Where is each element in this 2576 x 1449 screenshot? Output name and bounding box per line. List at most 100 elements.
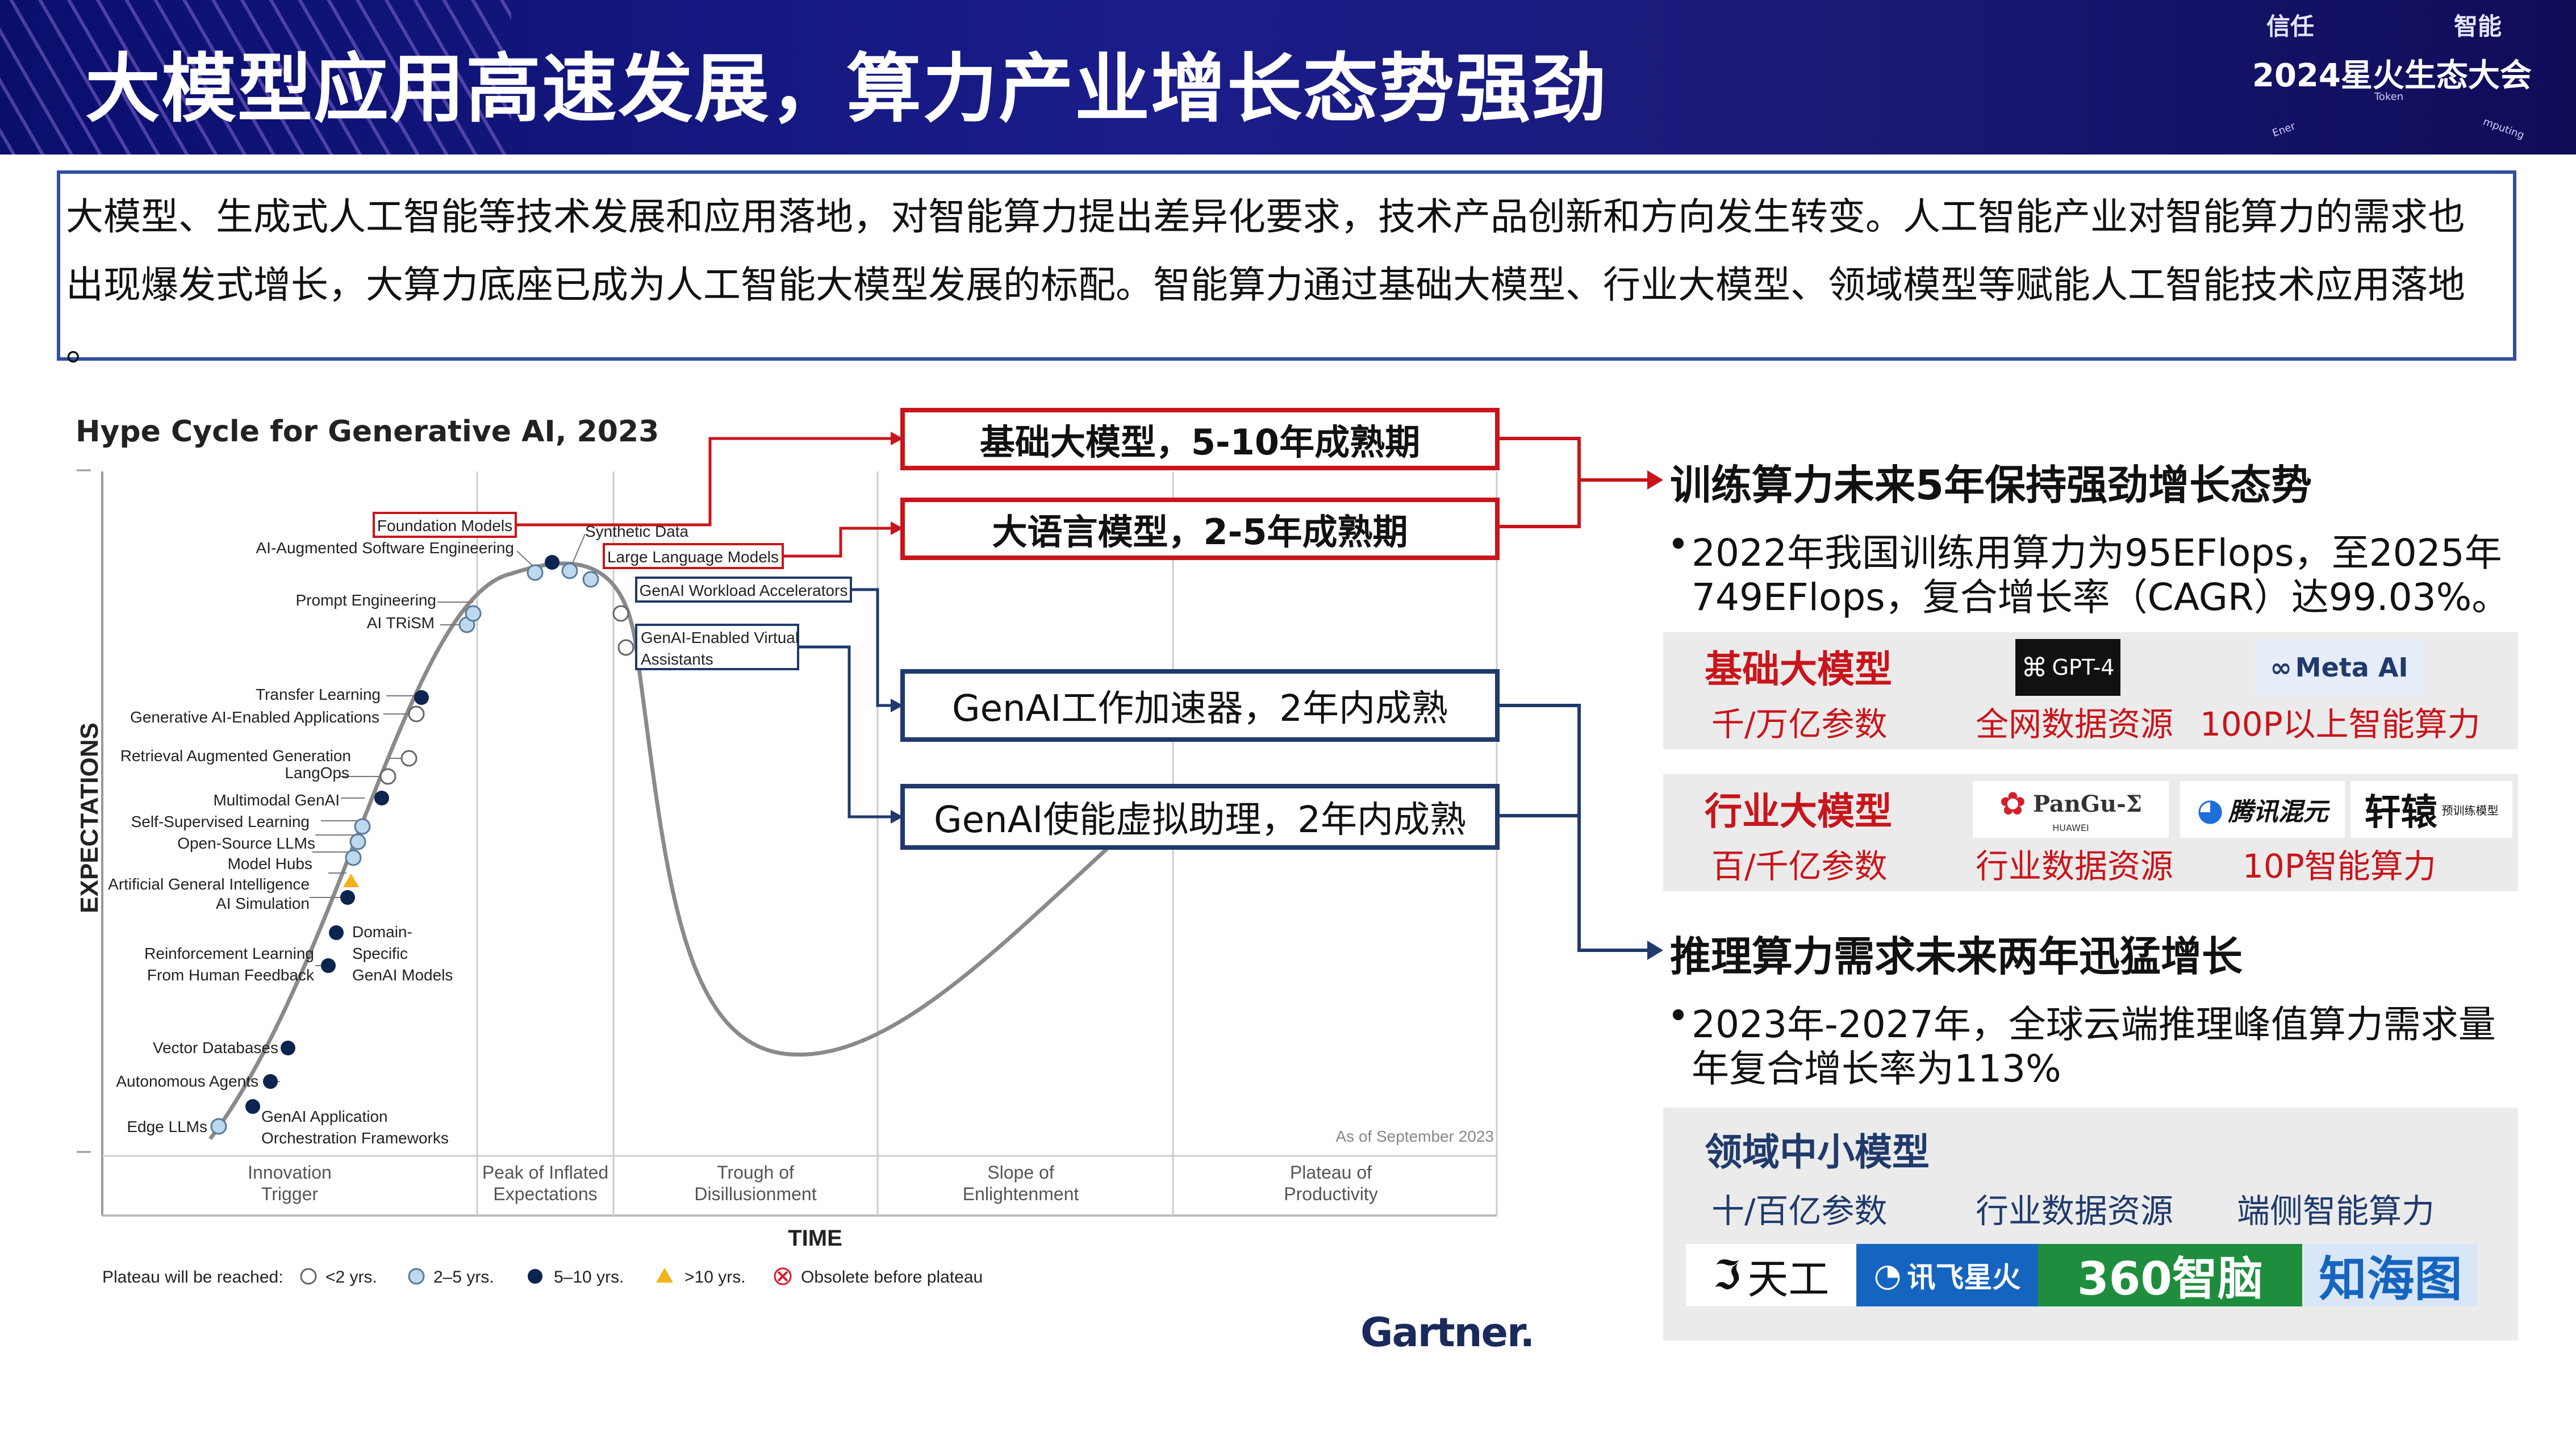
dot-virtual-assistants <box>617 639 634 656</box>
phase-1-line2: Trigger <box>261 1184 319 1204</box>
gpt4-label: GPT-4 <box>2052 655 2115 680</box>
dot-autonomous-agents <box>263 1074 278 1089</box>
inference-text-bullet: • <box>1667 994 1689 1038</box>
label-edge-llms: Edge LLMs <box>127 1118 207 1135</box>
phase-4-line2: Enlightenment <box>963 1184 1079 1204</box>
phase-4-line1: Slope of <box>987 1162 1054 1183</box>
label-virtual-assistants-1: GenAI-Enabled Virtual <box>641 629 799 646</box>
phase-2-line1: Peak of Inflated <box>482 1162 608 1183</box>
panel2-compute: 10P智能算力 <box>2243 847 2436 886</box>
openai-icon: ⌘ <box>2021 652 2048 683</box>
label-workload-accelerators: GenAI Workload Accelerators <box>640 582 848 599</box>
phase-2-line2: Expectations <box>493 1184 597 1204</box>
iflytek-spark-icon: ◔ <box>1873 1256 1902 1294</box>
event-logo: 信任 智能 2024星火生态大会 Token Ener mputing <box>2244 5 2562 147</box>
label-open-source-llms: Open-Source LLMs <box>177 834 315 852</box>
phase-1-line1: Innovation <box>248 1162 332 1183</box>
zhihaitu-logo: 知海图 <box>2304 1244 2477 1307</box>
gpt4-logo: ⌘ GPT-4 <box>2015 639 2120 696</box>
heading-inference-compute: 推理算力需求未来两年迅猛增长 <box>1670 933 2243 980</box>
label-rag: Retrieval Augmented Generation <box>120 747 351 765</box>
panel1-compute: 100P以上智能算力 <box>2200 705 2481 744</box>
label-domain-1: Domain- <box>352 923 412 941</box>
meta-ai-logo: ∞ Meta AI <box>2254 639 2424 696</box>
panel-foundation-models: 基础大模型 千/万亿参数 全网数据资源 100P以上智能算力 ⌘ GPT-4 ∞… <box>1663 632 2518 749</box>
training-text-line1: 2022年我国训练用算力为95EFlops，至2025年 <box>1692 531 2502 575</box>
dot-self-supervised <box>354 818 371 835</box>
hype-legend: Plateau will be reached: <2 yrs. 2–5 yrs… <box>102 1267 983 1287</box>
training-text-line2: 749EFlops，复合增长率（CAGR）达99.03%。 <box>1692 575 2510 619</box>
legend-dot-lt2 <box>300 1268 317 1285</box>
label-ai-simulation: AI Simulation <box>216 895 310 912</box>
heading-training-compute: 训练算力未来5年保持强劲增长态势 <box>1670 461 2312 509</box>
huawei-label: HUAWEI <box>2052 822 2089 833</box>
label-langops: LangOps <box>285 764 349 782</box>
dot-prompt-engineering <box>465 605 482 622</box>
bracket-training <box>1500 437 1581 528</box>
tiangong-logo: ℑ 天工 <box>1686 1244 1856 1306</box>
dot-edge-llms <box>210 1118 227 1135</box>
label-domain-2: Specific <box>352 945 408 962</box>
dot-genai-apps <box>408 705 425 723</box>
dot-rlhf <box>321 958 336 973</box>
label-domain-3: GenAI Models <box>352 966 453 984</box>
meta-ai-label: Meta AI <box>2295 652 2408 683</box>
callout-assistant: GenAI使能虚拟助理，2年内成熟 <box>900 784 1500 850</box>
label-foundation-models: Foundation Models <box>377 517 512 534</box>
training-text-bullet: • <box>1667 523 1689 566</box>
label-vector-databases: Vector Databases <box>153 1039 278 1057</box>
360-label: 360智脑 <box>2077 1252 2263 1305</box>
dot-open-source-llms <box>349 833 366 850</box>
label-llms: Large Language Models <box>607 548 779 566</box>
label-model-hubs: Model Hubs <box>228 855 312 872</box>
label-ai-augmented-se: AI-Augmented Software Engineering <box>256 539 515 557</box>
panel2-title: 行业大模型 <box>1705 790 1892 833</box>
connector-foundation <box>516 437 895 527</box>
dot-ai-augmented-se <box>527 564 544 581</box>
panel-domain-models: 领域中小模型 十/百亿参数 行业数据资源 端侧智能算力 ℑ 天工 ◔ 讯飞星火 … <box>1663 1108 2518 1341</box>
label-agi: Artificial General Intelligence <box>108 875 310 893</box>
phase-5-line2: Productivity <box>1284 1184 1377 1204</box>
tiangong-label: 天工 <box>1747 1255 1830 1303</box>
callout-foundation: 基础大模型，5-10年成熟期 <box>900 408 1500 470</box>
dot-rag <box>400 750 417 767</box>
pangu-logo: ✿ PanGu-Σ HUAWEI <box>1973 781 2169 838</box>
technology-dots <box>210 555 634 1135</box>
legend-gt10: >10 yrs. <box>684 1268 746 1287</box>
label-virtual-assistants-2: Assistants <box>641 650 713 668</box>
event-name: 2024星火生态大会 <box>2252 57 2532 94</box>
legend-title: Plateau will be reached: <box>102 1268 283 1287</box>
bracket-inference <box>1500 704 1581 817</box>
arrow-accelerator <box>891 699 903 712</box>
xinghuo-logo: ◔ 讯飞星火 <box>1856 1244 2038 1306</box>
hunyuan-label: 腾讯混元 <box>2228 797 2328 826</box>
dot-llms <box>582 571 599 588</box>
y-axis-title: EXPECTATIONS <box>76 723 103 913</box>
inference-text-line2: 年复合增长率为113% <box>1692 1047 2061 1091</box>
dot-workload-accelerators <box>612 605 629 622</box>
panel1-data: 全网数据资源 <box>1976 705 2174 744</box>
dot-agi <box>343 874 359 887</box>
hype-cycle-title: Hype Cycle for Generative AI, 2023 <box>76 415 659 449</box>
callout-accelerator: GenAI工作加速器，2年内成熟 <box>900 669 1500 742</box>
label-genai-orchestration-2: Orchestration Frameworks <box>261 1129 449 1147</box>
page-title: 大模型应用高速发展，算力产业增长态势强劲 <box>85 45 1608 133</box>
label-genai-apps: Generative AI-Enabled Applications <box>130 708 379 726</box>
legend-triangle-gt10 <box>656 1268 673 1283</box>
legend-2-5: 2–5 yrs. <box>433 1268 494 1287</box>
label-ai-trism: AI TRiSM <box>367 614 435 632</box>
technology-labels: Edge LLMs GenAI Application Orchestratio… <box>108 523 688 1147</box>
pangu-label: PanGu-Σ <box>2032 791 2143 817</box>
hunyuan-logo: ◕ 腾讯混元 <box>2180 781 2345 838</box>
label-self-supervised: Self-Supervised Learning <box>131 813 310 830</box>
box-virtual-assistants <box>635 624 799 670</box>
phase-5-line1: Plateau of <box>1290 1162 1372 1183</box>
arrow-assistant <box>891 810 903 824</box>
meta-infinity-icon: ∞ <box>2270 652 2292 683</box>
arrow-inference <box>1647 941 1663 960</box>
box-workload-accelerators <box>635 577 852 603</box>
dot-domain-specific <box>329 925 344 940</box>
event-word-left: 信任 <box>2266 12 2315 40</box>
huawei-flower-icon: ✿ <box>1999 786 2026 822</box>
